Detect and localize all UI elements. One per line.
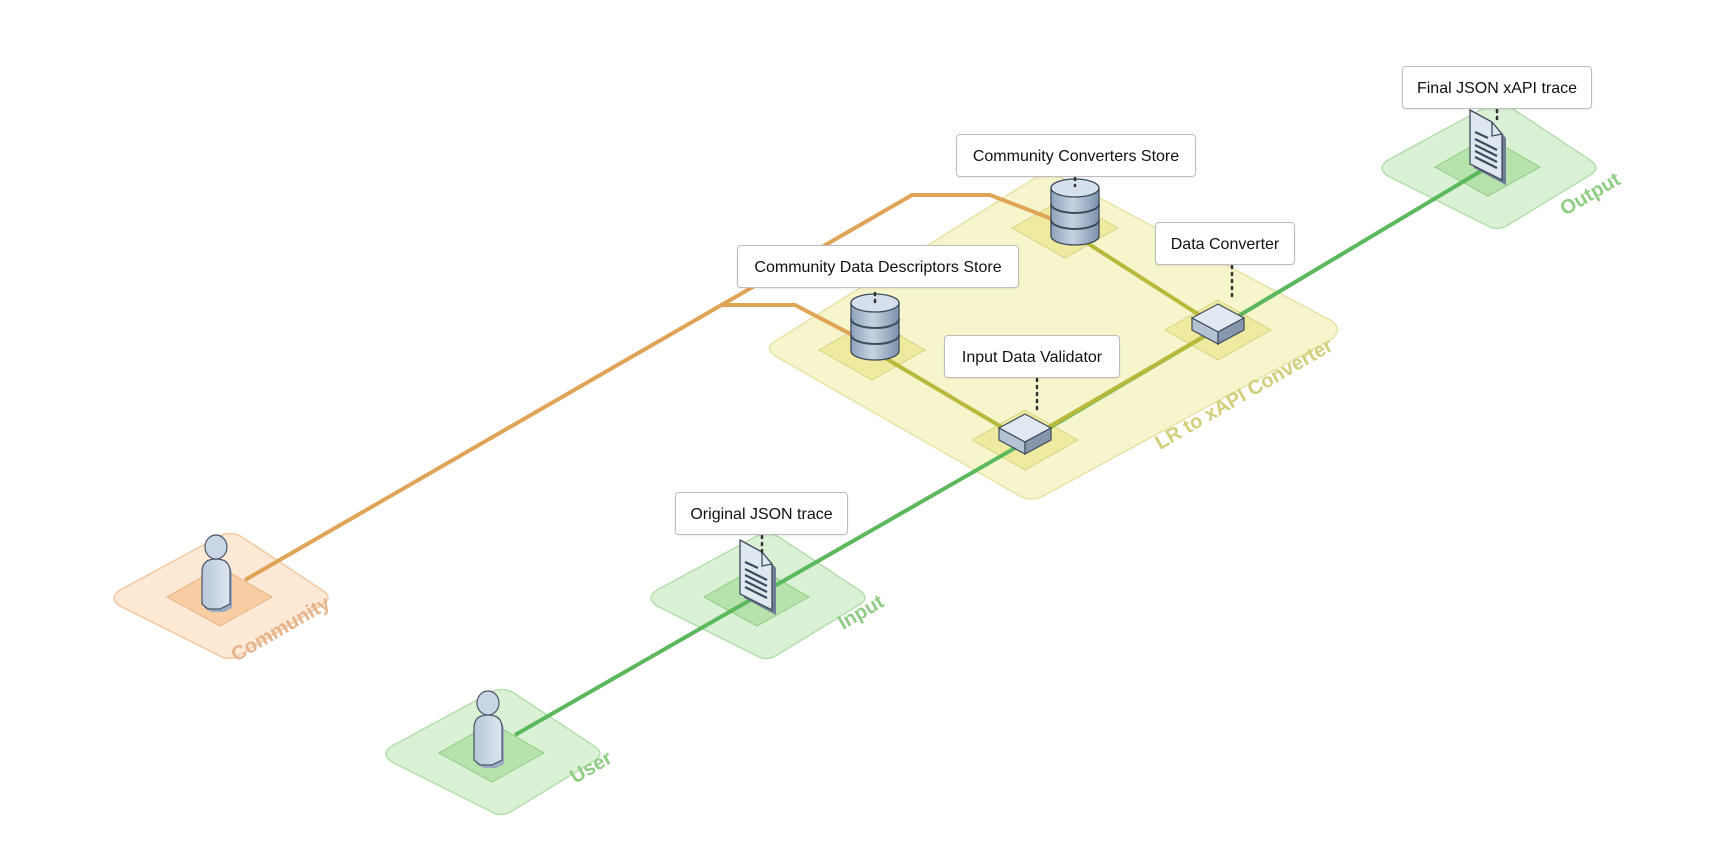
database-icon bbox=[1050, 178, 1100, 246]
final-json-xapi-trace-callout: Final JSON xAPI trace bbox=[1402, 66, 1592, 109]
community-to-converters-store-link bbox=[244, 193, 1061, 582]
server-icon bbox=[1190, 303, 1246, 346]
community-data-descriptors-store-label: Community Data Descriptors Store bbox=[754, 259, 1002, 276]
document-icon bbox=[1469, 108, 1506, 185]
person-icon bbox=[201, 534, 232, 612]
community-converters-store-callout: Community Converters Store bbox=[956, 134, 1196, 177]
community-data-descriptors-store-callout: Community Data Descriptors Store bbox=[737, 245, 1019, 288]
server-icon bbox=[997, 413, 1053, 456]
data-converter-callout: Data Converter bbox=[1155, 222, 1295, 265]
person-icon bbox=[473, 690, 504, 768]
original-json-trace-label: Original JSON trace bbox=[690, 506, 833, 523]
community-to-descriptors-store-link bbox=[720, 303, 863, 342]
document-icon bbox=[739, 538, 776, 615]
converters-store-to-data-converter-link bbox=[1068, 230, 1217, 327]
input-data-validator-callout: Input Data Validator bbox=[944, 335, 1120, 378]
input-data-validator-label: Input Data Validator bbox=[961, 349, 1103, 366]
final-json-xapi-trace-label: Final JSON xAPI trace bbox=[1416, 80, 1578, 97]
database-icon bbox=[850, 293, 900, 361]
validator-to-data-converter-link bbox=[1028, 328, 1217, 440]
descriptors-to-validator-link bbox=[873, 350, 1022, 440]
data-converter-label: Data Converter bbox=[1170, 236, 1280, 253]
community-converters-store-label: Community Converters Store bbox=[972, 148, 1180, 165]
original-json-trace-callout: Original JSON trace bbox=[675, 492, 848, 535]
